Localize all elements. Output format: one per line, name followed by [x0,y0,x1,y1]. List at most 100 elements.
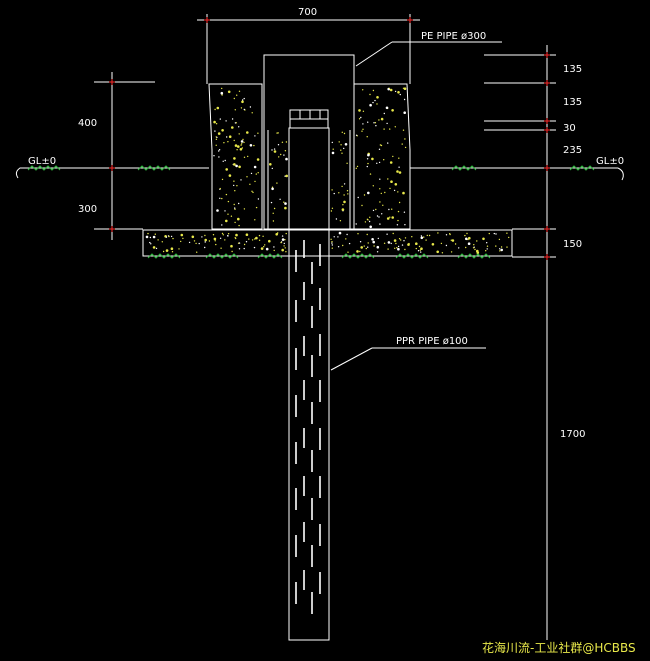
speckle [333,192,335,195]
speckle [214,240,216,242]
speckle [369,103,372,107]
speckle [227,141,229,143]
speckle [340,144,342,146]
speckle [402,129,405,131]
speckle [388,87,391,90]
speckle [227,213,229,215]
speckle [397,219,399,222]
speckle [374,122,377,124]
speckle [366,233,368,236]
speckle [361,204,363,207]
speckle [226,136,228,138]
speckle [417,250,420,252]
speckle [341,152,343,154]
speckle [377,237,379,240]
right-dim-1: 135 [563,64,582,75]
speckle [216,106,220,110]
speckle [389,161,393,164]
speckle [234,207,236,209]
speckle [371,238,374,241]
watermark: 花海川流-工业社群@HCBBS [482,640,636,655]
speckle [362,128,364,130]
speckle [246,131,249,134]
speckle [277,132,279,134]
speckle [234,109,236,111]
speckle [162,250,165,253]
speckle [333,236,335,238]
speckle [340,149,342,151]
speckle [367,162,369,165]
speckle [450,251,453,253]
speckle [391,208,393,210]
speckle [506,232,508,234]
speckle [201,236,203,238]
speckle [415,242,418,245]
speckle [383,242,386,244]
speckle [224,159,226,162]
speckle [387,178,389,180]
pe-pipe-leader [355,41,502,67]
speckle [149,236,152,239]
speckle [268,239,271,243]
speckle [343,183,346,185]
speckle [402,191,405,195]
speckle [361,130,363,132]
speckle [393,189,396,192]
speckle [224,239,226,241]
speckle [241,147,243,149]
speckle [221,224,223,226]
speckle [420,247,422,249]
speckle [331,242,333,244]
speckle [372,185,374,187]
speckle [332,148,334,150]
speckle [375,208,377,211]
speckle [155,247,158,250]
speckle [372,240,376,244]
speckle [393,239,397,242]
speckle [378,216,380,218]
speckle [221,129,224,132]
speckle [238,248,241,250]
speckle [277,144,280,146]
speckle [284,247,286,249]
speckle [228,174,232,177]
speckle [343,147,345,150]
speckle [212,234,215,236]
speckle [383,159,385,161]
speckle [235,233,238,237]
speckle [236,149,238,151]
speckle [280,153,282,156]
speckle [428,234,431,237]
speckle [331,241,333,243]
speckle [369,93,371,96]
speckle [368,220,371,223]
speckle [341,185,343,188]
speckle [260,247,264,250]
speckle [372,89,375,92]
top-width-label: 700 [298,7,317,18]
speckle [367,121,369,123]
speckle [454,243,457,245]
speckle [227,233,230,235]
speckle [366,158,369,160]
speckle [225,168,228,171]
speckle [231,250,233,253]
pe-pipe-label: PE PIPE ø300 [421,31,486,42]
speckle [182,237,184,240]
speckle [233,163,236,166]
speckle [280,241,282,244]
speckle [225,219,228,223]
speckle [161,241,163,243]
speckle [234,237,236,239]
left-dimension [94,72,155,240]
speckle [240,140,244,143]
speckle [233,180,235,182]
speckle [180,240,182,243]
speckle [284,239,286,241]
speckle [404,224,406,226]
speckle [152,235,156,239]
speckle [357,233,359,235]
speckle [242,99,244,101]
speckle [403,211,406,213]
speckle [213,120,216,124]
